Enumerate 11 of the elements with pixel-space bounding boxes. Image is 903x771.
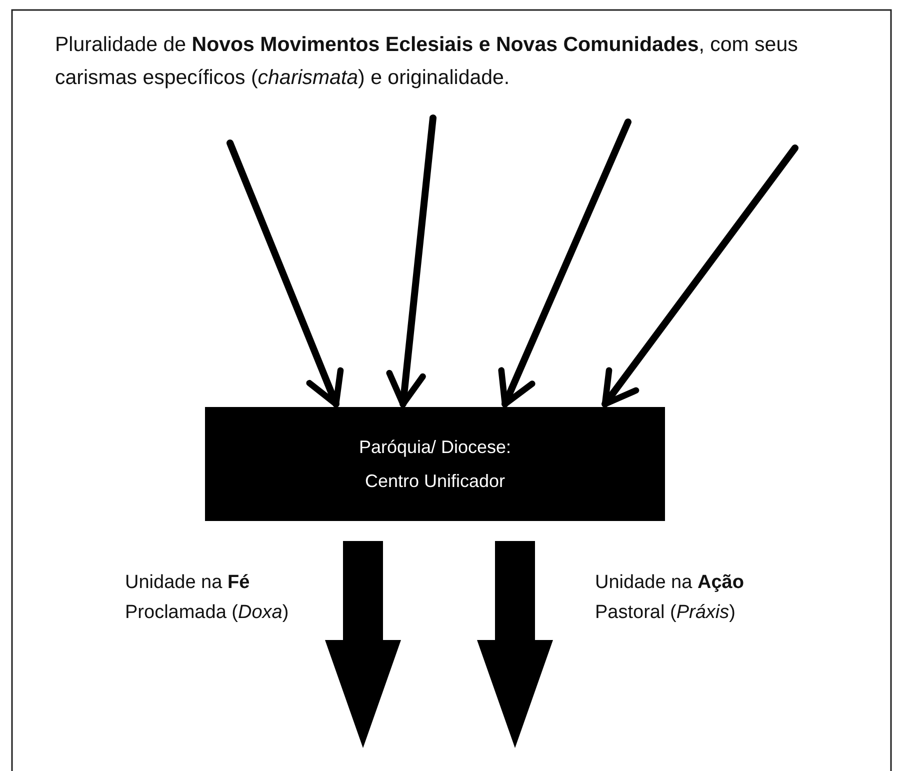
process-box (205, 407, 665, 521)
thick-arrow (477, 541, 553, 748)
arrow-caption: Unidade na Ação Pastoral (Práxis) (595, 571, 745, 625)
arrow (226, 140, 344, 408)
arrow (498, 118, 632, 408)
arrow-caption: Unidade na Fé Proclamada (Doxa) (125, 571, 290, 625)
thick-arrow (325, 541, 401, 748)
box-label: Paróquia/ Diocese: Centro Unificador (358, 436, 512, 493)
arrow (386, 114, 436, 408)
arrow (602, 144, 798, 408)
heading-text: Pluralidade de Novos Movimentos Eclesiais e Novas Comunidades, com seus carismas específicos (charismata) e originalidade. (55, 32, 799, 91)
